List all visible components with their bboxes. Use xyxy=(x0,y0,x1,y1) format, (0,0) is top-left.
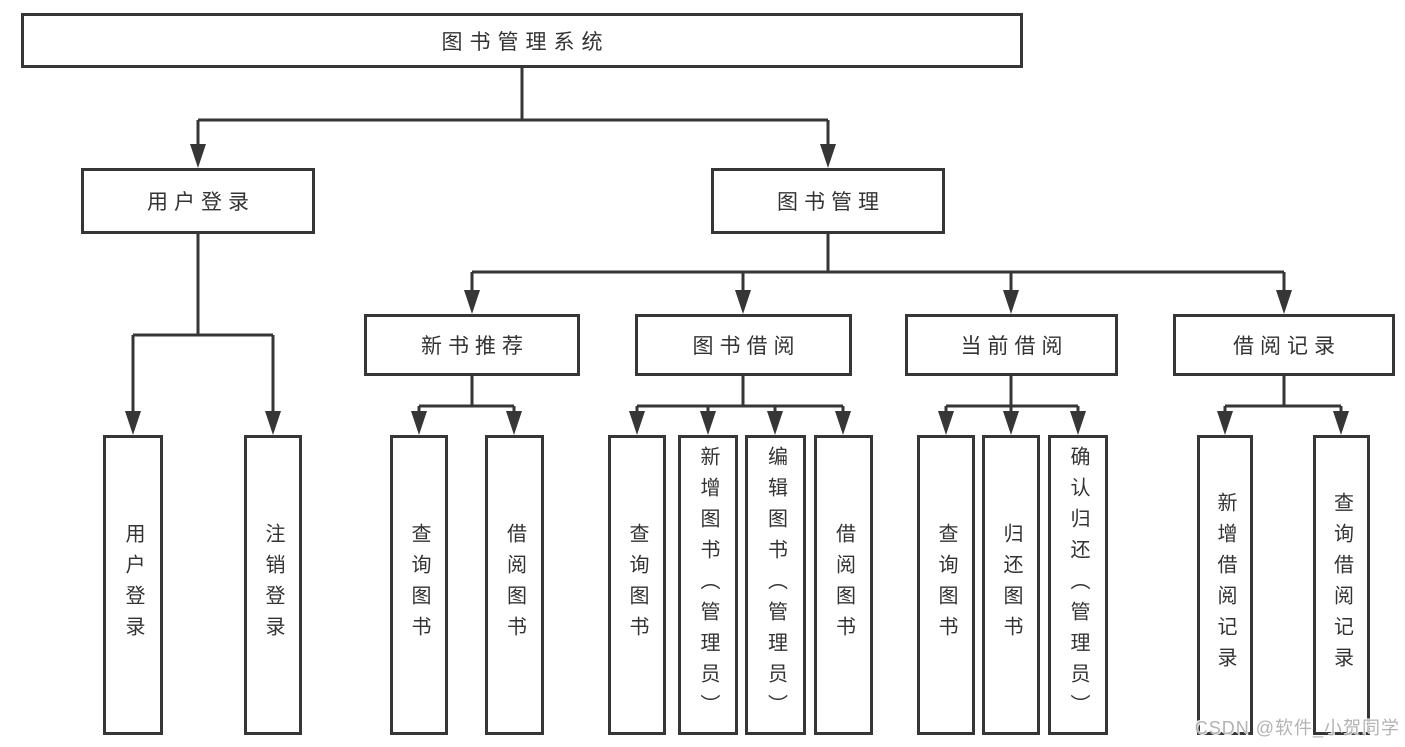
node-book-management: 图书管理 xyxy=(711,168,945,234)
node-leaf-logout-label: 注销登录 xyxy=(262,523,284,647)
node-book-management-label: 图书管理 xyxy=(777,191,885,214)
node-borrow-records-label: 借阅记录 xyxy=(1233,335,1341,358)
node-leaf-borrow-books-2-label: 借阅图书 xyxy=(832,523,855,647)
node-new-book-recommend: 新书推荐 xyxy=(364,314,580,376)
node-user-login-label: 用户登录 xyxy=(147,191,255,214)
node-leaf-add-borrow-record: 新增借阅记录 xyxy=(1197,435,1253,735)
node-leaf-logout: 注销登录 xyxy=(244,435,302,735)
node-leaf-add-books-admin-label: 新增图书（管理员） xyxy=(697,445,719,725)
node-root-system: 图书管理系统 xyxy=(21,13,1023,68)
node-leaf-query-books-3-label: 查询图书 xyxy=(935,523,957,647)
node-book-borrow-label: 图书借阅 xyxy=(692,335,801,358)
node-leaf-query-books-3: 查询图书 xyxy=(917,435,975,735)
node-new-book-recommend-label: 新书推荐 xyxy=(421,335,529,358)
node-current-borrow-label: 当前借阅 xyxy=(960,335,1069,358)
node-leaf-query-books-1-label: 查询图书 xyxy=(408,523,430,647)
node-leaf-user-login: 用户登录 xyxy=(103,435,163,735)
node-root-system-label: 图书管理系统 xyxy=(441,30,610,54)
node-leaf-query-borrow-record: 查询借阅记录 xyxy=(1313,435,1370,735)
node-leaf-confirm-return-admin-label: 确认归还（管理员） xyxy=(1067,445,1089,725)
node-leaf-borrow-books-1-label: 借阅图书 xyxy=(503,523,526,647)
node-leaf-add-books-admin: 新增图书（管理员） xyxy=(678,435,738,735)
node-leaf-add-borrow-record-label: 新增借阅记录 xyxy=(1214,492,1236,678)
node-leaf-borrow-books-1: 借阅图书 xyxy=(485,435,544,735)
node-leaf-borrow-books-2: 借阅图书 xyxy=(814,435,873,735)
node-leaf-query-books-2: 查询图书 xyxy=(608,435,666,735)
node-leaf-query-borrow-record-label: 查询借阅记录 xyxy=(1330,492,1353,678)
watermark-text: CSDN @软件_小贺同学 xyxy=(1194,718,1400,738)
node-leaf-user-login-label: 用户登录 xyxy=(122,523,144,647)
node-leaf-edit-books-admin-label: 编辑图书（管理员） xyxy=(764,445,787,725)
node-leaf-query-books-2-label: 查询图书 xyxy=(626,523,648,647)
node-leaf-confirm-return-admin: 确认归还（管理员） xyxy=(1048,435,1108,735)
node-current-borrow: 当前借阅 xyxy=(905,314,1118,376)
node-leaf-query-books-1: 查询图书 xyxy=(390,435,448,735)
node-leaf-edit-books-admin: 编辑图书（管理员） xyxy=(745,435,806,735)
node-leaf-return-books-label: 归还图书 xyxy=(1000,523,1022,647)
node-leaf-return-books: 归还图书 xyxy=(982,435,1040,735)
node-user-login: 用户登录 xyxy=(81,168,315,234)
node-borrow-records: 借阅记录 xyxy=(1173,314,1395,376)
node-book-borrow: 图书借阅 xyxy=(635,314,852,376)
